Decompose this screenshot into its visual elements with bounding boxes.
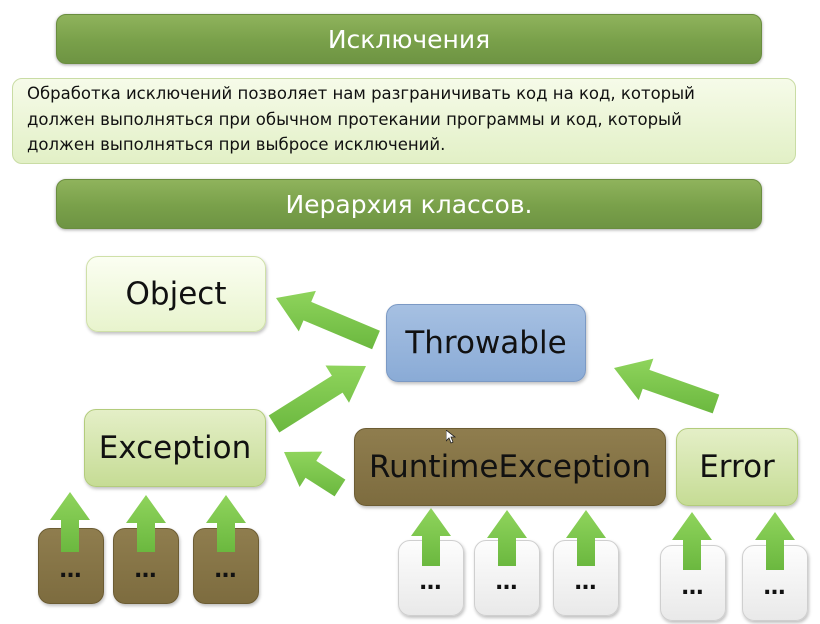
placeholder-label: …	[419, 569, 443, 595]
subtitle: Иерархия классов.	[285, 190, 533, 219]
error-node: Error	[676, 428, 798, 506]
arrow-error-to-throwable	[614, 358, 720, 414]
slide-title: Исключения	[327, 25, 491, 54]
arrow-exception-to-throwable	[268, 365, 366, 433]
arrow-runtime-to-exception	[284, 451, 346, 497]
error-subclass-2: …	[742, 545, 808, 621]
error-subclass-1: …	[660, 545, 726, 621]
throwable-node: Throwable	[386, 304, 586, 382]
subtitle-banner: Иерархия классов.	[56, 179, 762, 229]
description-line-2: должен выполняться при обычном протекани…	[27, 109, 682, 129]
runtime-subclass-2: …	[474, 540, 540, 616]
placeholder-label: …	[214, 557, 238, 583]
exception-subclass-1: …	[38, 528, 104, 604]
mouse-cursor-icon	[446, 430, 456, 444]
runtime-subclass-1: …	[398, 540, 464, 616]
placeholder-label: …	[495, 569, 519, 595]
runtime-subclass-3: …	[553, 540, 619, 616]
runtime-exception-node: RuntimeException	[354, 428, 666, 506]
placeholder-label: …	[59, 557, 83, 583]
placeholder-label: …	[134, 557, 158, 583]
exception-subclass-2: …	[113, 528, 179, 604]
object-label: Object	[125, 276, 227, 312]
placeholder-label: …	[574, 569, 598, 595]
exception-subclass-3: …	[193, 528, 259, 604]
arrow-throwable-to-object	[276, 290, 380, 350]
slide-title-banner: Исключения	[56, 14, 762, 64]
runtime-exception-label: RuntimeException	[368, 449, 652, 485]
description-line-1: Обработка исключений позволяет нам разгр…	[27, 84, 695, 103]
description-box: Обработка исключений позволяет нам разгр…	[12, 78, 796, 164]
description-line-3: должен выполняться при выбросе исключени…	[27, 135, 446, 154]
object-node: Object	[86, 256, 266, 332]
exception-label: Exception	[98, 430, 252, 466]
exception-node: Exception	[84, 409, 266, 487]
error-label: Error	[699, 449, 775, 485]
throwable-label: Throwable	[405, 325, 567, 361]
placeholder-label: …	[763, 574, 787, 600]
placeholder-label: …	[681, 574, 705, 600]
